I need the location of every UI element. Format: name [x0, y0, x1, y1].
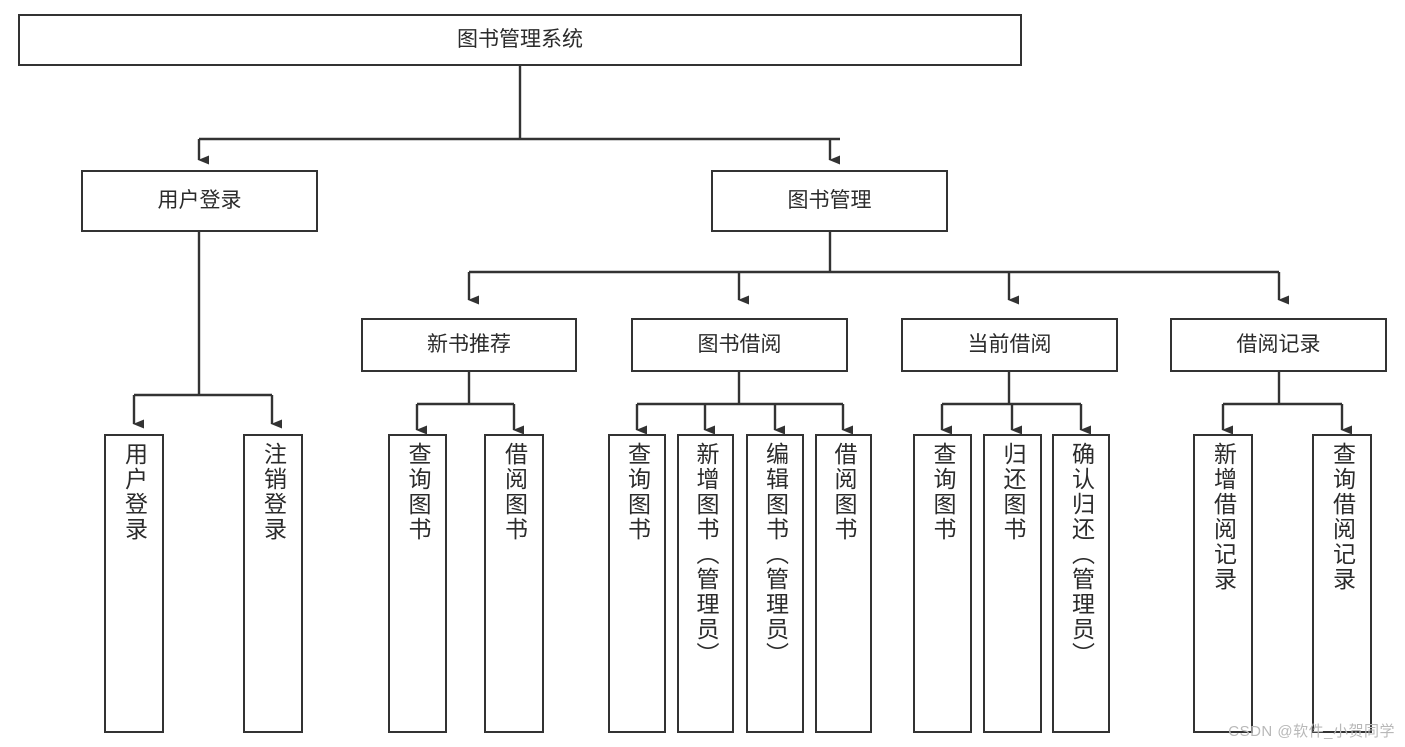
- leaf-borrow-book-borrowing[interactable]: 借阅图书: [815, 434, 872, 733]
- node-label: 借阅图书: [501, 442, 528, 542]
- node-label: 查询图书: [624, 442, 651, 542]
- node-label: 新增图书（管理员）: [693, 442, 719, 667]
- node-label: 用户登录: [157, 188, 242, 212]
- node-label: 用户登录: [121, 442, 148, 542]
- node-label: 归还图书: [1000, 442, 1026, 542]
- node-label: 查询图书: [405, 442, 431, 542]
- node-label: 新增借阅记录: [1210, 442, 1237, 592]
- leaf-query-book-borrowing[interactable]: 查询图书: [608, 434, 666, 733]
- node-label: 图书管理系统: [457, 27, 583, 51]
- node-book-borrowing[interactable]: 图书借阅: [631, 318, 848, 372]
- leaf-add-borrow-record[interactable]: 新增借阅记录: [1193, 434, 1253, 733]
- node-label: 借阅图书: [831, 442, 857, 542]
- node-label: 当前借阅: [967, 332, 1052, 356]
- node-new-book-recommendation[interactable]: 新书推荐: [361, 318, 577, 372]
- leaf-edit-book-admin[interactable]: 编辑图书（管理员）: [746, 434, 804, 733]
- leaf-confirm-return-admin[interactable]: 确认归还（管理员）: [1052, 434, 1110, 733]
- leaf-logout[interactable]: 注销登录: [243, 434, 303, 733]
- node-label: 借阅记录: [1236, 332, 1321, 356]
- node-label: 新书推荐: [427, 332, 511, 356]
- leaf-return-book[interactable]: 归还图书: [983, 434, 1042, 733]
- node-label: 图书借阅: [697, 332, 782, 356]
- node-book-management[interactable]: 图书管理: [711, 170, 948, 232]
- node-current-borrowing[interactable]: 当前借阅: [901, 318, 1118, 372]
- leaf-user-login[interactable]: 用户登录: [104, 434, 164, 733]
- node-label: 图书管理: [787, 188, 872, 212]
- leaf-query-borrow-record[interactable]: 查询借阅记录: [1312, 434, 1372, 733]
- node-label: 查询图书: [930, 442, 956, 542]
- leaf-borrow-book-new-book[interactable]: 借阅图书: [484, 434, 544, 733]
- node-user-login[interactable]: 用户登录: [81, 170, 318, 232]
- leaf-query-book-new-book[interactable]: 查询图书: [388, 434, 447, 733]
- node-label: 注销登录: [260, 442, 287, 542]
- node-label: 编辑图书（管理员）: [762, 442, 789, 667]
- csdn-watermark: CSDN @软件_小贺同学: [1228, 723, 1395, 740]
- node-borrowing-record[interactable]: 借阅记录: [1170, 318, 1387, 372]
- node-label: 确认归还（管理员）: [1068, 442, 1095, 667]
- leaf-add-book-admin[interactable]: 新增图书（管理员）: [677, 434, 734, 733]
- node-root-book-management-system[interactable]: 图书管理系统: [18, 14, 1022, 66]
- node-label: 查询借阅记录: [1329, 442, 1356, 592]
- leaf-query-book-current[interactable]: 查询图书: [913, 434, 972, 733]
